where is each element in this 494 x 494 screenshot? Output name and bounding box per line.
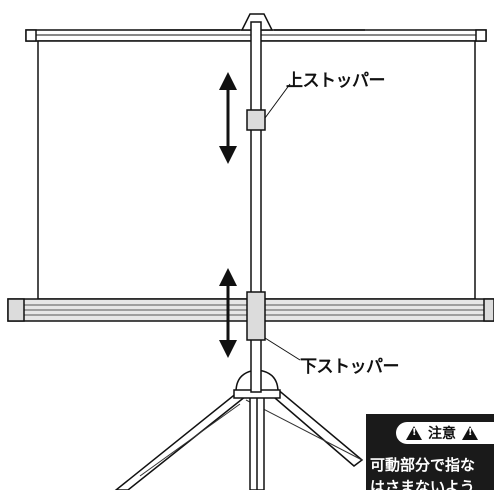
warning-title-pill: 注意	[396, 422, 494, 444]
lower-stopper-label: 下ストッパー	[300, 357, 400, 377]
upper-stopper-label: 上ストッパー	[286, 71, 386, 91]
tripod-legs	[113, 387, 364, 491]
upper-stopper	[246, 109, 266, 131]
warning-title: 注意	[428, 426, 456, 442]
double-arrow-icon	[219, 268, 237, 358]
warning-text-line-1: 可動部分で指な	[370, 456, 476, 474]
center-pole	[250, 21, 262, 393]
warning-text-line-2: はさまないよう	[370, 478, 475, 490]
upper-stopper-leader	[264, 83, 291, 119]
lower-stopper	[246, 291, 266, 341]
lower-stopper-leader	[264, 337, 301, 361]
warning-triangle-icon	[462, 426, 478, 440]
double-arrow-icon	[219, 72, 237, 164]
warning-triangle-icon	[406, 426, 422, 440]
warning-sticker: 注意 可動部分で指な はさまないよう	[366, 414, 494, 490]
